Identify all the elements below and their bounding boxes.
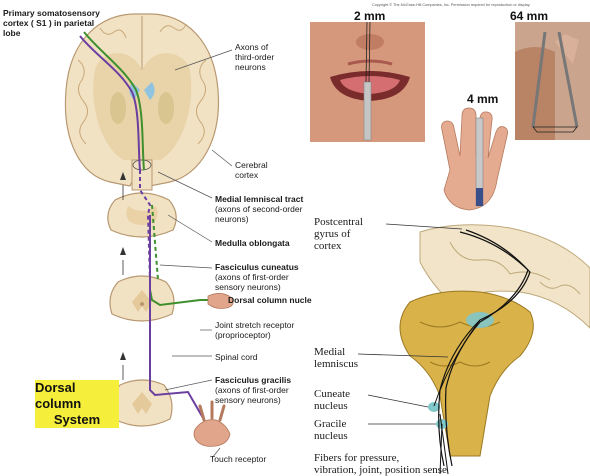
label-fasciculus-gracilis: Fasciculus gracilis (axons of first-orde… [215, 375, 291, 405]
label-fasc-gracilis-sub2: sensory neurons) [215, 395, 291, 405]
label-fasc-gracilis-title: Fasciculus gracilis [215, 375, 291, 385]
label-dorsal-column-nuclei: Dorsal column nucle [228, 295, 312, 305]
tongue-photo [310, 22, 425, 142]
label-cerebral-2: cortex [235, 170, 268, 180]
two-point-photos-panel: Copyright © The McGraw-Hill Companies, I… [310, 0, 590, 212]
label-fasc-cuneatus-sub1: (axons of first-order [215, 272, 299, 282]
label-medial-lemniscus: Medial lemniscus [314, 346, 358, 370]
label-fasc-gracilis-sub1: (axons of first-order [215, 385, 291, 395]
label-medulla-oblongata: Medulla oblongata [215, 238, 290, 248]
label-medial-lemniscal-sub1: (axons of second-order [215, 204, 303, 214]
label-postcentral-3: cortex [314, 240, 363, 252]
label-axons-third-order: Axons of third-order neurons [235, 42, 274, 72]
palm-photo [430, 100, 515, 212]
label-axons-third-3: neurons [235, 62, 274, 72]
label-postcentral-2: gyrus of [314, 228, 363, 240]
label-fibers-1: Fibers for pressure, [314, 452, 447, 464]
label-cuneate-1: Cuneate [314, 388, 350, 400]
spinal-cord-cervical-section [110, 276, 174, 321]
label-axons-third-1: Axons of [235, 42, 274, 52]
label-cuneate-2: nucleus [314, 400, 350, 412]
label-medial-1: Medial [314, 346, 358, 358]
badge-line2: System [54, 412, 100, 428]
corner-label-line1: Primary somatosensory [3, 8, 100, 18]
corner-label: Primary somatosensory cortex ( S1 ) in p… [3, 8, 100, 38]
label-cuneate-nucleus: Cuneate nucleus [314, 388, 350, 412]
label-medial-2: lemniscus [314, 358, 358, 370]
label-fasc-cuneatus-title: Fasciculus cuneatus [215, 262, 299, 272]
label-axons-third-2: third-order [235, 52, 274, 62]
label-fasc-cuneatus-sub2: sensory neurons) [215, 282, 299, 292]
label-touch-receptor: Touch receptor [210, 454, 266, 464]
label-medial-lemniscal-tract: Medial lemniscal tract (axons of second-… [215, 194, 303, 224]
label-spinal-cord: Spinal cord [215, 352, 258, 362]
label-cerebral-cortex: Cerebral cortex [235, 160, 268, 180]
label-gracile-1: Gracile [314, 418, 348, 430]
coronal-brain-section [65, 14, 218, 190]
label-4mm: 4 mm [467, 92, 498, 106]
label-64mm: 64 mm [510, 9, 548, 23]
label-fibers: Fibers for pressure, vibration, joint, p… [314, 452, 447, 476]
label-fasciculus-cuneatus: Fasciculus cuneatus (axons of first-orde… [215, 262, 299, 292]
label-medial-lemniscal-title: Medial lemniscal tract [215, 194, 303, 204]
label-postcentral-gyrus: Postcentral gyrus of cortex [314, 216, 363, 252]
label-joint-stretch-2: (proprioceptor) [215, 330, 294, 340]
label-fibers-2: vibration, joint, position sense [314, 464, 447, 476]
brainstem-diagram-panel: Postcentral gyrus of cortex Medial lemni… [310, 212, 590, 476]
label-medial-lemniscal-sub2: neurons) [215, 214, 303, 224]
badge-line1: Dorsal column [35, 380, 119, 412]
label-gracile-2: nucleus [314, 430, 348, 442]
left-diagram-panel: Primary somatosensory cortex ( S1 ) in p… [0, 0, 300, 476]
back-photo-art [515, 22, 590, 140]
palm-photo-art [430, 100, 515, 212]
label-joint-stretch-receptor: Joint stretch receptor (proprioceptor) [215, 320, 294, 340]
spinal-cord-lumbar-section [112, 380, 172, 426]
corner-label-line3: lobe [3, 28, 100, 38]
corner-label-line2: cortex ( S1 ) in parietal [3, 18, 100, 28]
label-joint-stretch-1: Joint stretch receptor [215, 320, 294, 330]
label-postcentral-1: Postcentral [314, 216, 363, 228]
tongue-photo-art [310, 22, 425, 142]
copyright-line: Copyright © The McGraw-Hill Companies, I… [372, 3, 530, 7]
dorsal-column-system-badge: Dorsal column System [35, 380, 119, 428]
medulla-section [108, 193, 176, 237]
label-cerebral-1: Cerebral [235, 160, 268, 170]
back-photo [515, 22, 590, 140]
label-2mm: 2 mm [354, 9, 385, 23]
touch-receptor-hand [194, 402, 230, 446]
label-gracile-nucleus: Gracile nucleus [314, 418, 348, 442]
